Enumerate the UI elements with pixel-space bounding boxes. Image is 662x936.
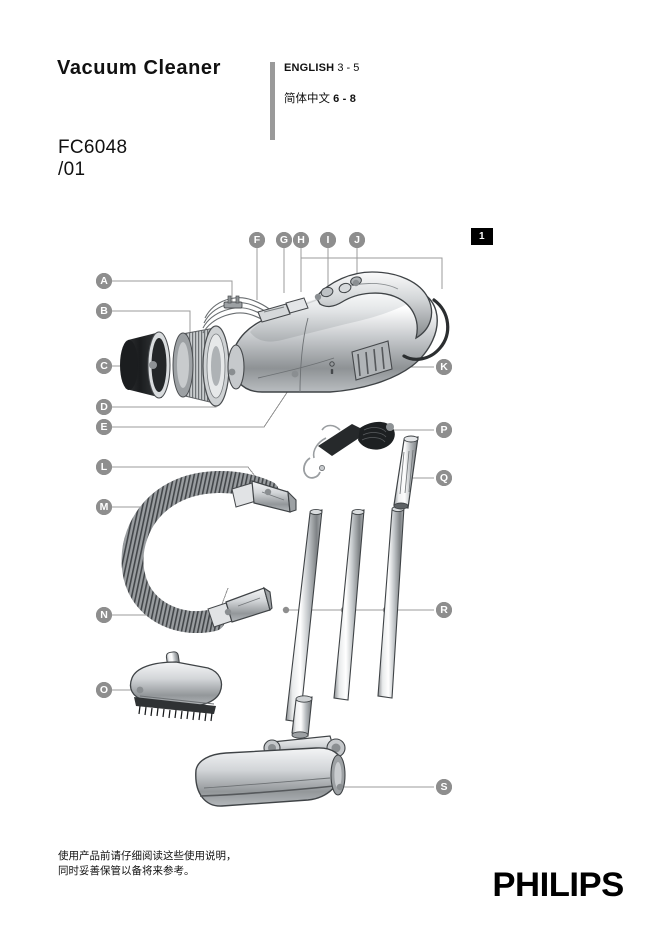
callout-marker-p[interactable]: P (436, 422, 452, 438)
callout-marker-d[interactable]: D (96, 399, 112, 415)
callout-marker-e[interactable]: E (96, 419, 112, 435)
model-number: FC6048 /01 (58, 137, 128, 180)
callout-marker-i[interactable]: I (320, 232, 336, 248)
callout-marker-o[interactable]: O (96, 682, 112, 698)
language-name-english: ENGLISH (284, 62, 335, 74)
callout-marker-m[interactable]: M (96, 499, 112, 515)
callout-marker-r[interactable]: R (436, 602, 452, 618)
callout-marker-a[interactable]: A (96, 273, 112, 289)
footer-note-line-1: 使用产品前请仔细阅读这些使用说明， (58, 850, 237, 862)
footer-instruction-note: 使用产品前请仔细阅读这些使用说明， 同时妥善保管以备将来参考。 (58, 849, 237, 879)
callout-marker-k[interactable]: K (436, 359, 452, 375)
callout-marker-g[interactable]: G (276, 232, 292, 248)
callout-marker-l[interactable]: L (96, 459, 112, 475)
philips-logo: PHILIPS (492, 866, 625, 904)
callout-marker-f[interactable]: F (249, 232, 265, 248)
callout-marker-b[interactable]: B (96, 303, 112, 319)
language-name-chinese: 简体中文 (284, 91, 330, 105)
callout-marker-c[interactable]: C (96, 358, 112, 374)
language-pages-english: 3 - 5 (337, 62, 360, 74)
callout-marker-h[interactable]: H (293, 232, 309, 248)
language-entry-english: ENGLISH 3 - 5 (284, 62, 359, 74)
callout-marker-j[interactable]: J (349, 232, 365, 248)
page-title: Vacuum Cleaner (57, 57, 222, 79)
figure-number-badge: 1 (471, 228, 493, 245)
callout-marker-n[interactable]: N (96, 607, 112, 623)
language-pages-chinese: 6 - 8 (333, 93, 357, 105)
footer-note-line-2: 同时妥善保管以备将来参考。 (58, 865, 195, 877)
callout-marker-q[interactable]: Q (436, 470, 452, 486)
language-entry-chinese: 简体中文 6 - 8 (284, 90, 356, 106)
callout-marker-s[interactable]: S (436, 779, 452, 795)
language-divider-bar (270, 62, 275, 140)
